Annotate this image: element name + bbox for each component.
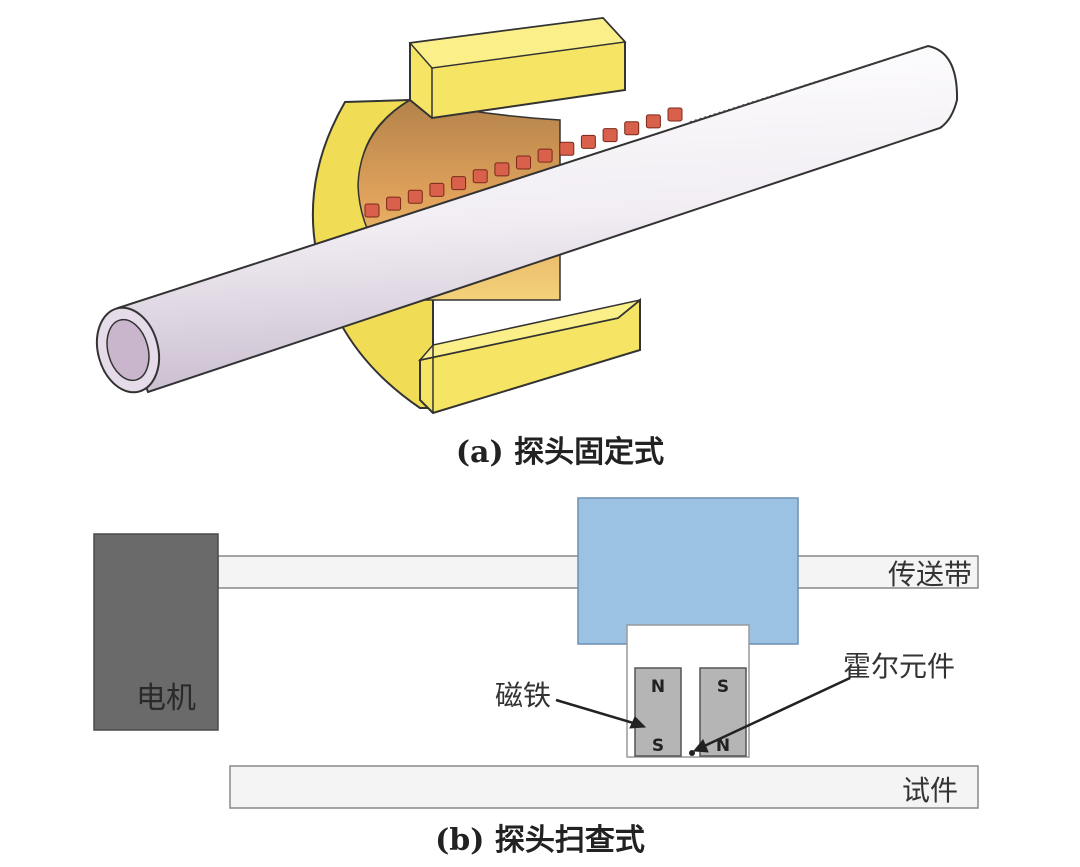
motor-block	[93, 533, 219, 731]
magnet-left-bottom-pole: S	[652, 736, 664, 756]
panel-b-scanning-probe: 传送带 电机 N S S N 试件 磁铁 霍尔元件 (b) 探头扫查式	[93, 497, 979, 858]
label-conveyor: 传送带	[888, 558, 972, 591]
magnet-right	[699, 667, 747, 757]
sensor-coil	[494, 162, 510, 177]
sensor-coil	[364, 203, 380, 218]
hall-element	[689, 750, 695, 756]
sensor-coil	[429, 182, 445, 197]
sensor-coil	[667, 107, 683, 122]
arrow-hall-element	[699, 676, 851, 750]
panel-a-fixed-probe: (a) 探头固定式	[95, 16, 959, 470]
label-specimen: 试件	[902, 774, 958, 807]
magnet-right-bottom-pole: N	[716, 736, 730, 756]
magnet-left-top-pole: N	[651, 677, 665, 697]
caption-a: (a) 探头固定式	[456, 435, 664, 470]
magnet-left	[634, 667, 682, 757]
sensor-coil	[580, 134, 596, 149]
arrow-magnet	[555, 698, 641, 727]
label-hall-element: 霍尔元件	[843, 650, 955, 683]
sensor-coil	[602, 128, 618, 143]
sensor-coil	[537, 148, 553, 163]
magnet-right-top-pole: S	[717, 677, 729, 697]
sensor-coil	[451, 176, 467, 191]
sensor-coil	[407, 189, 423, 204]
sensor-coil	[559, 141, 575, 156]
probe-carriage	[577, 497, 799, 645]
sensor-coil	[624, 121, 640, 136]
caption-b: (b) 探头扫查式	[435, 823, 645, 858]
sensor-coil	[472, 169, 488, 184]
specimen-plate	[229, 765, 979, 809]
sensor-array	[364, 107, 683, 218]
pipe-body	[116, 44, 959, 394]
sensor-coil	[516, 155, 531, 170]
label-motor: 电机	[136, 681, 196, 716]
label-magnet: 磁铁	[495, 679, 551, 712]
sensor-coil	[386, 196, 402, 211]
sensor-coil	[645, 114, 661, 129]
